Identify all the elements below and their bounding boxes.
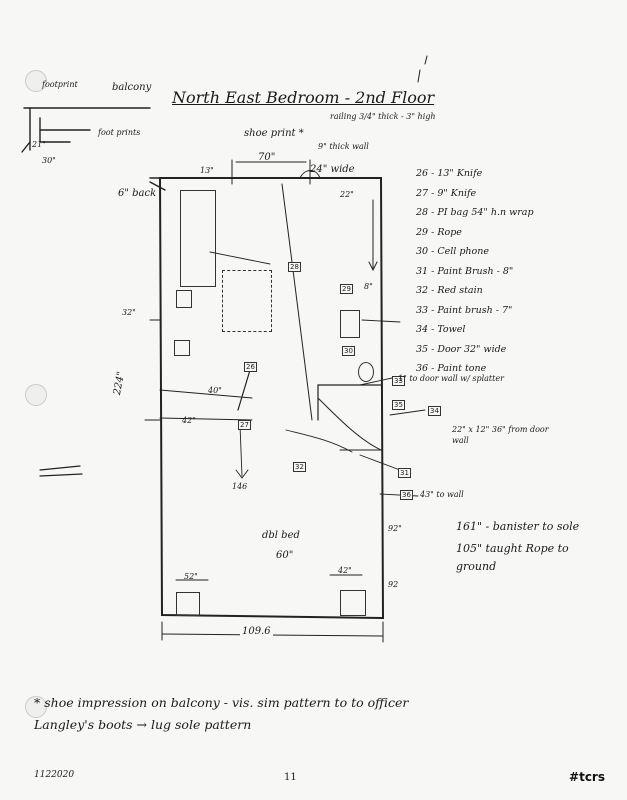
evidence-marker: 28 <box>288 262 301 272</box>
dim-8: 8" <box>364 282 373 291</box>
evidence-marker: 32 <box>293 462 306 472</box>
bottom-note: * shoe impression on balcony - vis. sim … <box>34 692 408 736</box>
date-stamp: 1122020 <box>34 770 75 780</box>
dim-109-6: 109.6 <box>240 626 273 637</box>
bed-label: dbl bed <box>262 530 300 541</box>
evidence-marker: 26 <box>244 362 257 372</box>
dim-22: 22" <box>340 190 354 199</box>
legend-item: 26 - 13" Knife <box>416 168 483 179</box>
inset-dim-30: 30" <box>42 156 56 165</box>
item-box <box>174 340 190 356</box>
evidence-marker: 36 <box>400 490 413 500</box>
evidence-marker: 31 <box>398 468 411 478</box>
door-wall-note: 1" to door wall w/ splatter <box>398 374 504 383</box>
legend-item: 34 - Towel <box>416 324 466 335</box>
page-number: 11 <box>284 772 297 783</box>
dresser <box>180 190 216 287</box>
legend-item: 27 - 9" Knife <box>416 187 477 199</box>
bed-width: 60" <box>276 550 294 561</box>
wall-thick-label: 9" thick wall <box>318 142 369 151</box>
watermark-tag: #tcrs <box>569 770 605 784</box>
dim-32: 32" <box>122 308 136 317</box>
dim-92: 92" <box>388 524 402 533</box>
dim-40: 40" <box>208 386 222 395</box>
evidence-marker: 34 <box>428 406 441 416</box>
shoe-print-label: shoe print * <box>244 128 304 139</box>
dim-corner: 92 <box>388 580 399 589</box>
chair-outline <box>222 270 272 332</box>
binder-hole <box>25 70 47 92</box>
binder-hole <box>25 384 47 406</box>
legend-item: 29 - Rope <box>416 226 462 238</box>
railing-label: railing 3/4" thick - 3" high <box>330 112 436 121</box>
evidence-legend: 26 - 13" Knife 27 - 9" Knife 28 - PI bag 5… <box>416 164 534 379</box>
page-title: North East Bedroom - 2nd Floor <box>172 88 435 107</box>
item-box <box>340 310 360 338</box>
bottom-note-line: Langley's boots → lug sole pattern <box>34 717 252 732</box>
binder-hole <box>25 696 47 718</box>
legend-item: 30 - Cell phone <box>416 246 489 257</box>
evidence-marker: 27 <box>238 420 251 430</box>
legend-item: 35 - Door 32" wide <box>416 343 507 355</box>
evidence-marker: 35 <box>392 400 405 410</box>
bottom-note-line: * shoe impression on balcony - vis. sim … <box>34 695 409 710</box>
dim-70: 70" <box>258 152 276 163</box>
legend-item: 31 - Paint Brush - 8" <box>416 265 514 277</box>
inset-footprints-label: foot prints <box>98 128 141 137</box>
item-box <box>176 290 192 308</box>
dim-42: 42" <box>182 416 196 425</box>
dim-52: 52" <box>184 572 198 581</box>
nightstand <box>176 592 200 616</box>
legend-item: 33 - Paint brush - 7" <box>416 304 513 316</box>
rope-note: 105" taught Rope to ground <box>456 542 569 573</box>
item-round <box>358 362 374 382</box>
evidence-marker: 30 <box>342 346 355 356</box>
dim-146: 146 <box>232 482 248 491</box>
nightstand <box>340 590 366 616</box>
dim-6-back: 6" back <box>118 188 157 199</box>
legend-item: 32 - Red stain <box>416 285 483 296</box>
evidence-marker: 33 <box>392 376 405 386</box>
inset-dim-21: 21" <box>32 140 46 149</box>
dim-13: 13" <box>200 166 214 175</box>
legend-item: 36 - Paint tone <box>416 363 487 374</box>
from-door-note: 22" x 12" 36" from door wall <box>452 425 549 445</box>
banister-note: 161" - banister to sole <box>456 520 580 533</box>
dim-24-wide: 24" wide <box>310 164 355 175</box>
inset-footprint-label: footprint <box>42 80 78 89</box>
evidence-marker: 29 <box>340 284 353 294</box>
dim-42b: 42" <box>338 566 352 575</box>
inset-balcony-label: balcony <box>112 82 152 93</box>
legend-item: 28 - PI bag 54" h.n wrap <box>416 207 534 218</box>
to-wall-note: 43" to wall <box>420 490 464 499</box>
